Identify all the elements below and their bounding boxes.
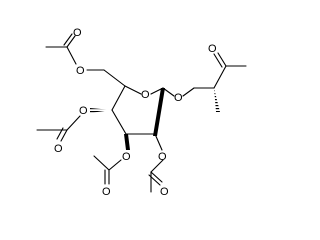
c6-carbonyl-oxygen-label: O (73, 27, 82, 39)
c2-carbonyl-oxygen-label: O (160, 186, 169, 198)
glycosidic-oxygen-label: O (174, 92, 183, 104)
bond-o6-acyl-c (66, 46, 77, 65)
c4-acetate-group (36, 108, 112, 142)
bond-c5-oring (124, 85, 142, 95)
c4-ester-oxygen-label: O (79, 105, 88, 117)
bond-acyl-c-o-2 (56, 127, 64, 140)
bond-c3-o3-wedge (124, 134, 130, 150)
c6-acetate-group (45, 33, 126, 87)
chemical-structure-drawing: O O O O O O O (36, 27, 247, 198)
c4-carbonyl-oxygen-label: O (54, 143, 63, 155)
c6-ester-oxygen-label: O (76, 65, 85, 77)
bond-c4-c5 (111, 85, 126, 111)
ring-oxygen-label: O (141, 89, 150, 101)
bond-o2-acyl-c (150, 159, 164, 173)
bond-ketone-c-o-2 (213, 53, 223, 68)
c3-carbonyl-oxygen-label: O (102, 186, 111, 198)
bond-c4-o4-hash (90, 108, 112, 113)
bond-ch-methyl-hash (214, 88, 220, 112)
bond-acyl-c-o-1 (66, 35, 76, 48)
c2-ester-oxygen-label: O (158, 151, 167, 163)
bond-acyl-c-o-1 (60, 129, 68, 142)
bond-acyl-c-o-2 (63, 33, 73, 46)
molecule-svg: O O O O O O O (36, 27, 247, 198)
bond-oglyco-ch2 (182, 87, 195, 97)
bond-o3-acyl-c (108, 159, 122, 171)
bond-c1-c2-wedge (153, 88, 165, 136)
bond-c5-c6 (103, 69, 126, 87)
bond-acyl-c-methyl (93, 155, 110, 171)
bond-c3-c4 (111, 109, 127, 135)
c3-acetate-group (93, 134, 130, 185)
bond-acyl-c-o-2 (148, 174, 161, 186)
bond-ch-ketone-c (213, 65, 227, 89)
c3-ester-oxygen-label: O (122, 151, 131, 163)
bond-ketone-c-o-1 (217, 52, 227, 67)
bond-c1-oglyco (162, 87, 175, 97)
pyranose-ring (111, 85, 165, 136)
bond-c2-o2 (154, 133, 163, 151)
bond-o4-acyl-c (66, 115, 81, 131)
c2-acetate-group (148, 133, 164, 193)
bond-acyl-c-o-1 (150, 171, 163, 183)
ketone-oxygen-label: O (208, 43, 217, 55)
aglycone-chain (162, 52, 247, 112)
